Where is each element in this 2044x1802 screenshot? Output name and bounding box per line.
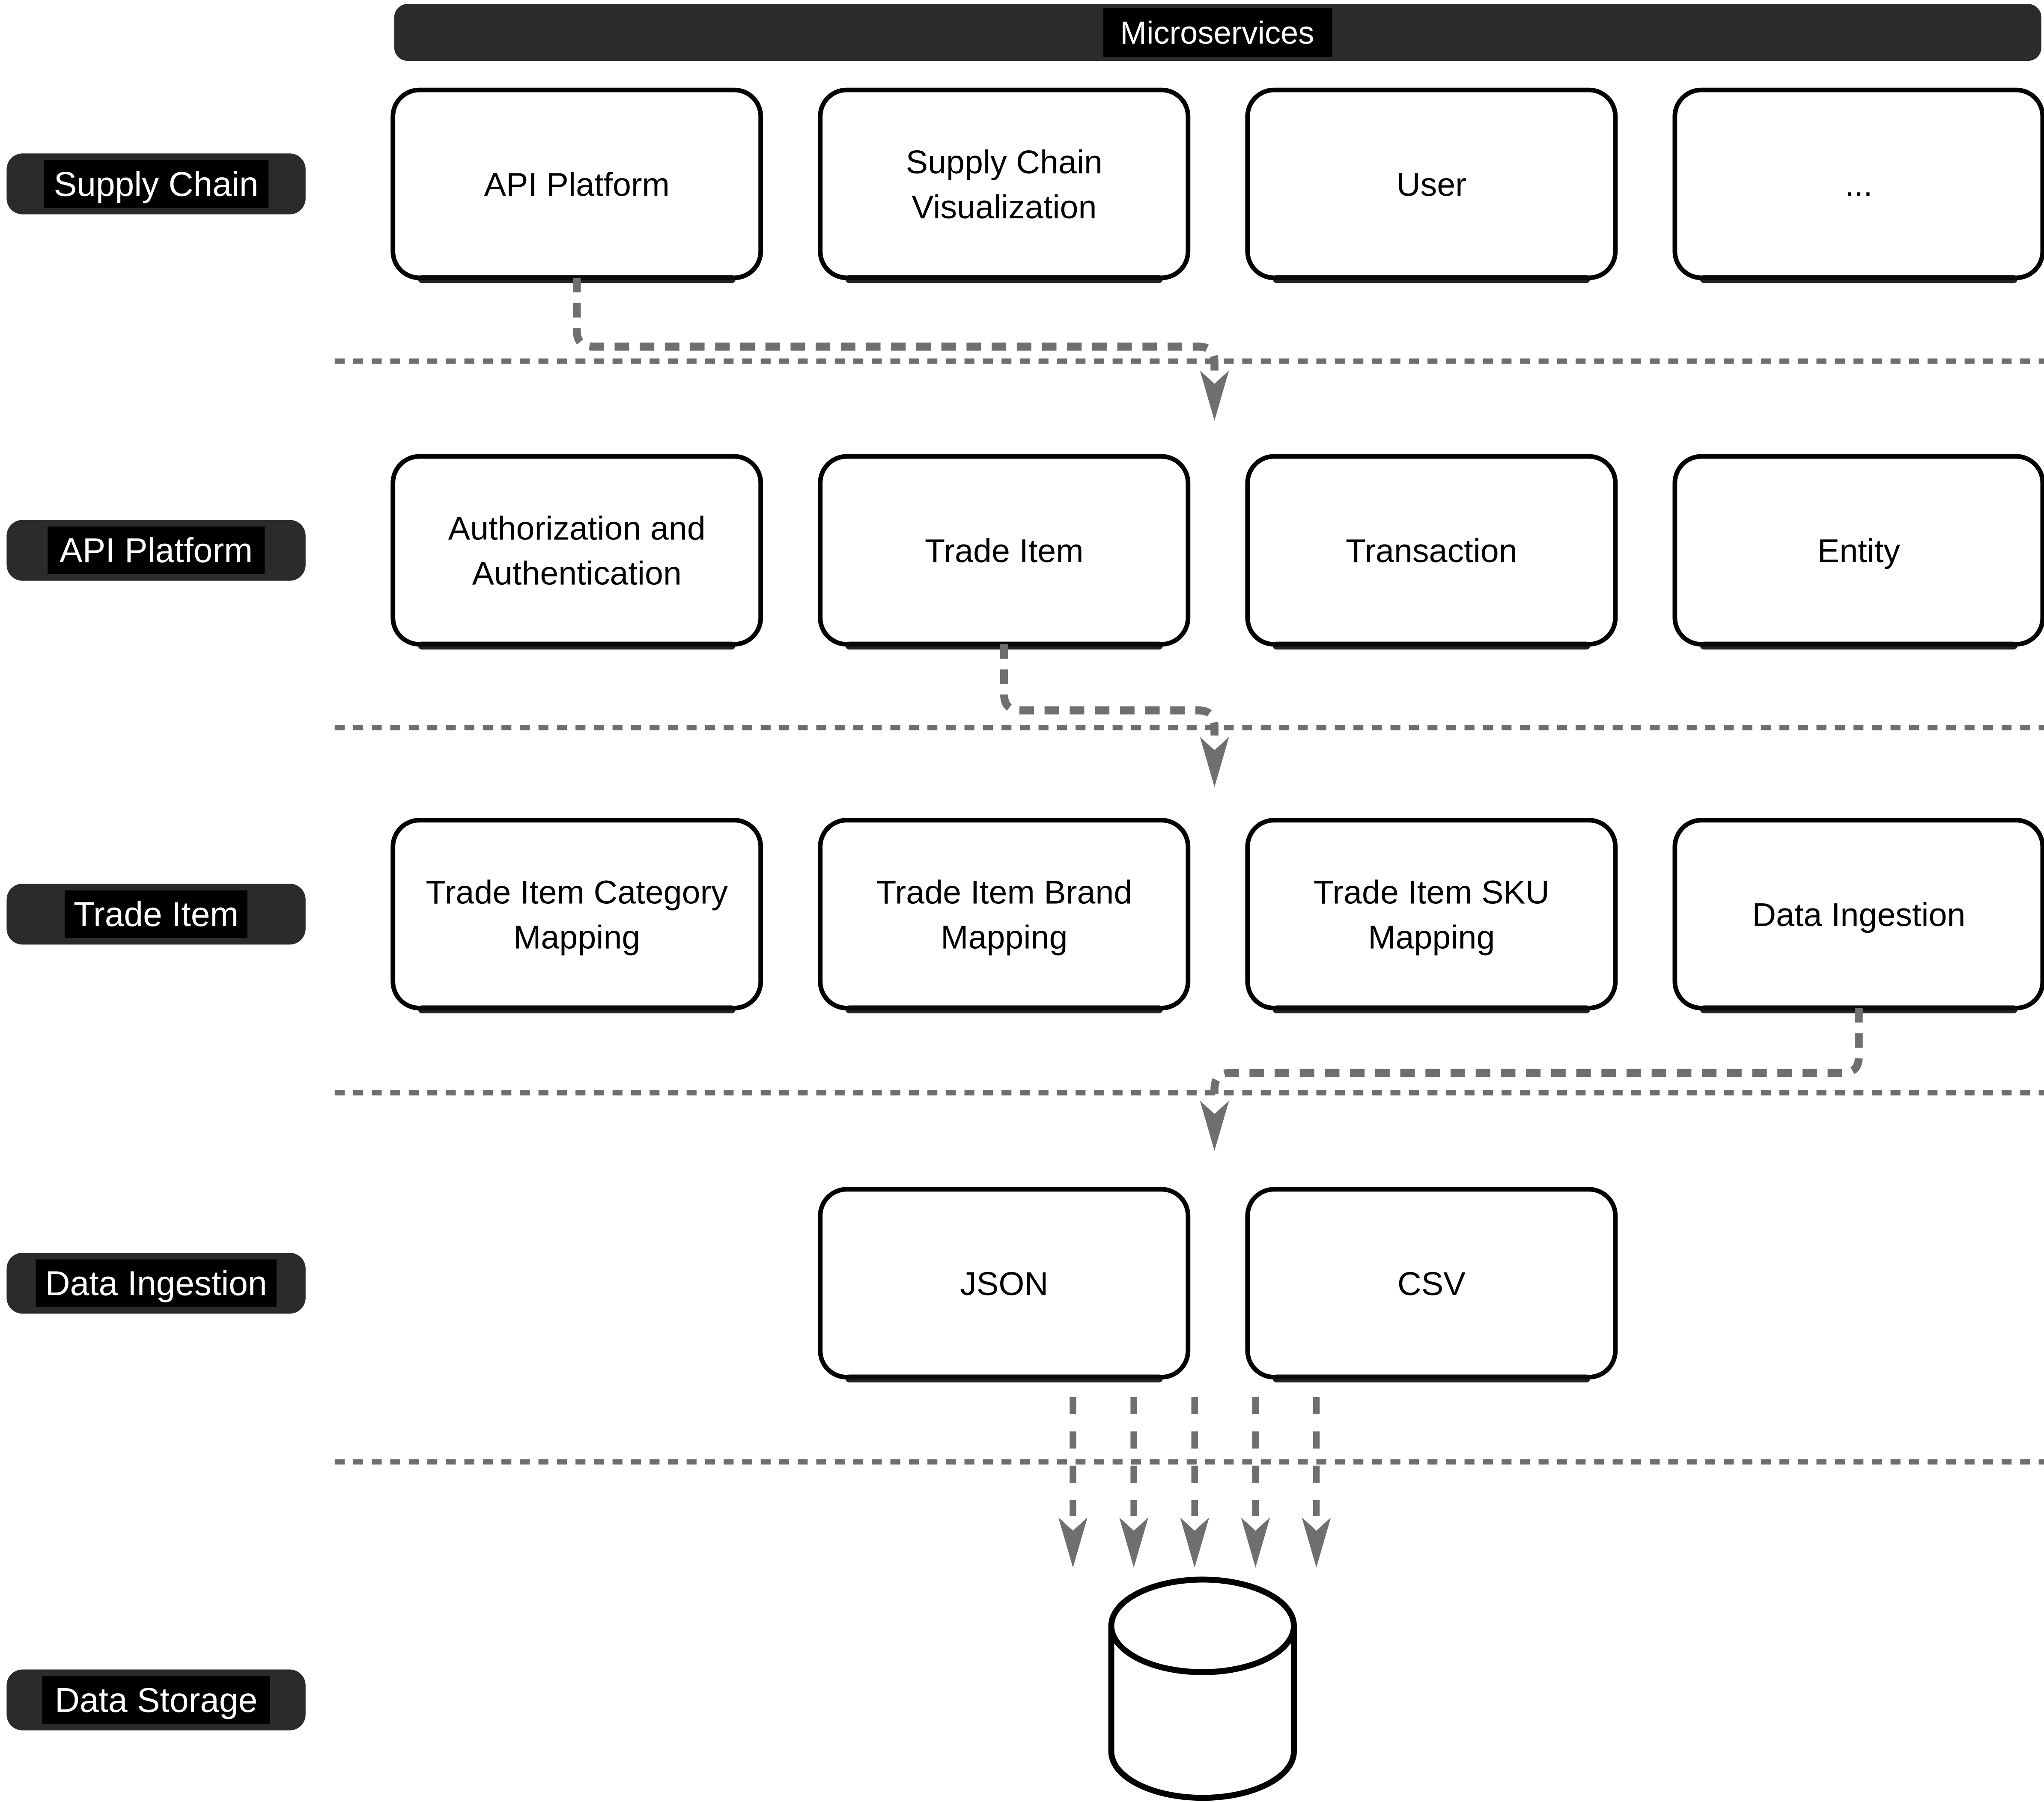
node-data-ingestion: Data Ingestion bbox=[1672, 818, 2044, 1013]
layer-label: Trade Item bbox=[74, 895, 238, 934]
dashed-connector bbox=[572, 277, 1219, 372]
node-trade-item-sku-mapping: Trade Item SKU Mapping bbox=[1245, 818, 1618, 1013]
layer-label: API Platform bbox=[60, 531, 253, 570]
microservices-title-bar: Microservices bbox=[394, 4, 2041, 61]
node-label: Trade Item bbox=[925, 533, 1084, 569]
node-user: User bbox=[1245, 87, 1618, 283]
node-ellipsis: ... bbox=[1672, 87, 2044, 283]
layer-label-data-ingestion: Data Ingestion bbox=[6, 1253, 306, 1314]
connector-trade-item-to-layer3 bbox=[1000, 644, 1229, 787]
node-api-platform: API Platform bbox=[390, 87, 763, 283]
node-box bbox=[1245, 818, 1618, 1010]
node-label-line2: Mapping bbox=[941, 919, 1067, 956]
node-label: API Platform bbox=[484, 166, 670, 203]
diagram-title: Microservices bbox=[1120, 15, 1314, 51]
node-label: User bbox=[1397, 166, 1466, 203]
node-supply-chain-visualization: Supply Chain Visualization bbox=[818, 87, 1191, 283]
node-box bbox=[390, 818, 763, 1010]
node-label: ... bbox=[1845, 166, 1872, 203]
layer-label-supply-chain: Supply Chain bbox=[6, 153, 306, 214]
node-label: CSV bbox=[1397, 1266, 1466, 1302]
node-trade-item-brand-mapping: Trade Item Brand Mapping bbox=[818, 818, 1191, 1013]
database-cylinder-icon bbox=[1108, 1576, 1297, 1801]
title-text-highlight bbox=[1103, 8, 1332, 57]
node-box bbox=[818, 818, 1191, 1010]
arrow-down-icon bbox=[1119, 1517, 1149, 1568]
node-label-line2: Visualization bbox=[912, 189, 1096, 226]
connector-data-ingestion-to-layer4 bbox=[1200, 1008, 1863, 1151]
node-transaction: Transaction bbox=[1245, 454, 1618, 650]
node-label-line1: Authorization and bbox=[448, 510, 706, 547]
node-label-line1: Supply Chain bbox=[906, 144, 1102, 181]
node-label-line2: Authentication bbox=[472, 555, 682, 592]
layer-label-trade-item: Trade Item bbox=[6, 884, 306, 945]
connector-ingestion-to-storage bbox=[1058, 1397, 1331, 1568]
layer-label-api-platform: API Platform bbox=[6, 520, 306, 581]
layer-label: Data Storage bbox=[55, 1681, 257, 1719]
arrow-down-icon bbox=[1200, 737, 1229, 787]
node-label: Transaction bbox=[1346, 533, 1517, 569]
node-label: JSON bbox=[960, 1266, 1048, 1302]
layer-label: Data Ingestion bbox=[45, 1264, 267, 1303]
arrow-down-icon bbox=[1200, 1100, 1229, 1151]
dashed-connector bbox=[1210, 1008, 1863, 1099]
node-label-line1: Trade Item Category bbox=[426, 874, 728, 911]
arrow-down-icon bbox=[1241, 1517, 1270, 1568]
node-label-line2: Mapping bbox=[513, 919, 640, 956]
node-entity: Entity bbox=[1672, 454, 2044, 650]
node-authorization-authentication: Authorization and Authentication bbox=[390, 454, 763, 650]
node-box bbox=[390, 454, 763, 647]
arrow-down-icon bbox=[1058, 1517, 1088, 1568]
pill-text-highlight bbox=[42, 1676, 270, 1724]
layer-label: Supply Chain bbox=[54, 165, 259, 203]
pill-text-highlight bbox=[43, 160, 269, 208]
layer-dividers bbox=[334, 358, 2044, 1465]
arrow-down-icon bbox=[1200, 370, 1229, 421]
arrow-down-icon bbox=[1180, 1517, 1210, 1568]
pill-text-highlight bbox=[65, 890, 247, 938]
dashed-connector bbox=[1000, 644, 1219, 736]
node-json: JSON bbox=[818, 1187, 1191, 1383]
node-csv: CSV bbox=[1245, 1187, 1618, 1383]
node-label: Data Ingestion bbox=[1752, 897, 1965, 933]
node-label-line1: Trade Item Brand bbox=[876, 874, 1132, 911]
node-box bbox=[818, 87, 1191, 280]
node-label-line2: Mapping bbox=[1368, 919, 1495, 956]
arrow-down-icon bbox=[1302, 1517, 1331, 1568]
pill-text-highlight bbox=[36, 1259, 277, 1307]
pill-text-highlight bbox=[48, 526, 265, 575]
cylinder-top bbox=[1108, 1576, 1297, 1675]
node-label: Entity bbox=[1818, 533, 1901, 569]
node-trade-item-category-mapping: Trade Item Category Mapping bbox=[390, 818, 763, 1013]
node-label-line1: Trade Item SKU bbox=[1314, 874, 1549, 911]
node-trade-item: Trade Item bbox=[818, 454, 1191, 650]
connector-api-platform-to-layer2 bbox=[572, 277, 1229, 421]
layer-label-data-storage: Data Storage bbox=[6, 1669, 306, 1731]
